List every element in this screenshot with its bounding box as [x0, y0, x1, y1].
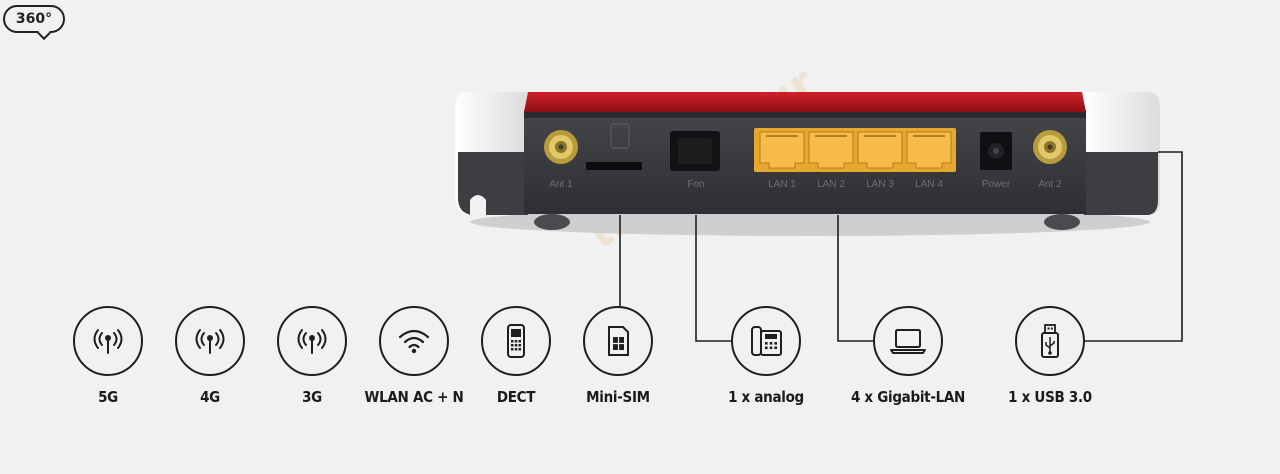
- connector-lines: [619, 151, 1183, 342]
- feature-sim-label: Mini-SIM: [586, 388, 650, 406]
- feature-usb-label: 1 x USB 3.0: [1008, 388, 1092, 406]
- feature-dect: [481, 306, 551, 376]
- feature-dect-label: DECT: [496, 388, 536, 406]
- usb-stick-icon: [1041, 324, 1059, 358]
- ant2-label: Ant 2: [1038, 179, 1062, 190]
- lan3-label: LAN 3: [866, 179, 894, 190]
- router-left-endcap: [455, 92, 528, 215]
- feature-4g: [175, 306, 245, 376]
- 360-view-label: 360°: [15, 11, 53, 27]
- feature-analog-label: 1 x analog: [728, 388, 804, 406]
- laptop-icon: [890, 329, 926, 354]
- feature-3g-label: 3G: [302, 388, 322, 406]
- antenna-signal-icon: [93, 329, 123, 354]
- antenna-1-port: [544, 130, 578, 164]
- antenna-signal-icon: [195, 329, 225, 354]
- sim-tray-icon: [610, 123, 630, 149]
- feature-5g-label: 5G: [98, 388, 118, 406]
- wifi-icon: [398, 329, 430, 354]
- lan-ports: [754, 128, 956, 172]
- feature-5g: [73, 306, 143, 376]
- sim-card-icon: [608, 326, 629, 356]
- feature-wlan: [379, 306, 449, 376]
- lan1-label: LAN 1: [768, 179, 796, 190]
- feature-wlan-label: WLAN AC + N: [364, 388, 464, 406]
- ant1-label: Ant 1: [549, 179, 573, 190]
- router-shadow: [470, 208, 1150, 236]
- lan2-label: LAN 2: [817, 179, 845, 190]
- feature-analog: [731, 306, 801, 376]
- cordless-phone-icon: [507, 324, 525, 358]
- router-top-stripe: [524, 92, 1086, 112]
- power-port: [980, 132, 1012, 170]
- feature-lan: [873, 306, 943, 376]
- sim-slot: [586, 162, 642, 170]
- feature-usb: [1015, 306, 1085, 376]
- feature-lan-label: 4 x Gigabit-LAN: [850, 388, 966, 406]
- fon-port: [670, 131, 720, 171]
- 360-view-button[interactable]: 360°: [3, 5, 65, 41]
- antenna-2-port: [1033, 130, 1067, 164]
- antenna-signal-icon: [297, 329, 327, 354]
- fon-label: Fon: [687, 179, 704, 190]
- desk-phone-icon: [751, 326, 782, 356]
- power-label: Power: [982, 179, 1011, 190]
- router-right-endcap: [1084, 92, 1160, 215]
- feature-3g: [277, 306, 347, 376]
- feature-sim: [583, 306, 653, 376]
- feature-4g-label: 4G: [200, 388, 220, 406]
- lan4-label: LAN 4: [915, 179, 943, 190]
